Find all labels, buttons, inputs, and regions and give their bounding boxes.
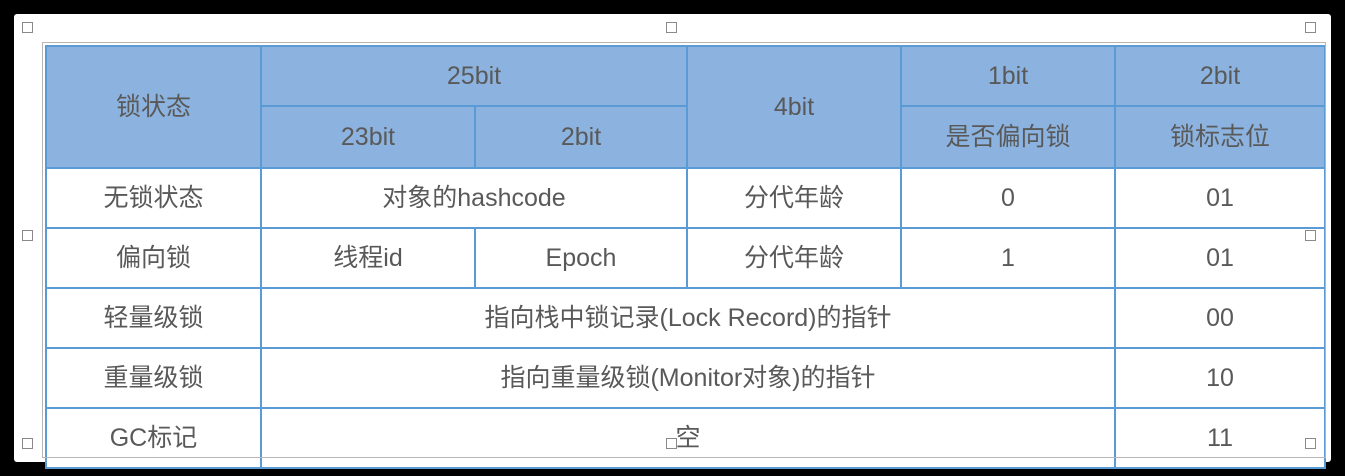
cell-value[interactable]: 对象的hashcode (260, 167, 688, 229)
resize-handle-bottom-right[interactable] (1305, 438, 1316, 449)
cell-value[interactable]: Epoch (474, 227, 688, 289)
header-cell-1bit[interactable]: 1bit (900, 45, 1116, 107)
cell-value[interactable]: 01 (1114, 227, 1326, 289)
object-header-mark-word-table[interactable]: 锁状态 25bit 4bit 1bit 2bit 23bit 2bit 是否偏向… (45, 45, 1326, 469)
header-cell-2bit[interactable]: 2bit (1114, 45, 1326, 107)
cell-value[interactable]: 10 (1114, 347, 1326, 409)
cell-value[interactable]: 分代年龄 (686, 167, 902, 229)
header-cell-lock-flag-bits[interactable]: 锁标志位 (1114, 105, 1326, 169)
cell-value[interactable]: 1 (900, 227, 1116, 289)
resize-handle-bottom-center[interactable] (666, 438, 677, 449)
table-row: 重量级锁 指向重量级锁(Monitor对象)的指针 10 (45, 347, 1326, 409)
resize-handle-top-left[interactable] (22, 22, 33, 33)
table-row: GC标记 空 11 (45, 407, 1326, 469)
cell-value[interactable]: 空 (260, 407, 1116, 469)
table-row: 偏向锁 线程id Epoch 分代年龄 1 01 (45, 227, 1326, 289)
cell-value[interactable]: 01 (1114, 167, 1326, 229)
cell-lock-state[interactable]: 偏向锁 (45, 227, 262, 289)
header-cell-biased-lock-flag[interactable]: 是否偏向锁 (900, 105, 1116, 169)
cell-lock-state[interactable]: 无锁状态 (45, 167, 262, 229)
table-header-row-bits: 锁状态 25bit 4bit 1bit 2bit (45, 45, 1326, 169)
resize-handle-middle-right[interactable] (1305, 230, 1316, 241)
cell-value[interactable]: 11 (1114, 407, 1326, 469)
cell-value[interactable]: 指向栈中锁记录(Lock Record)的指针 (260, 287, 1116, 349)
table-header-row-names: 23bit 2bit 是否偏向锁 锁标志位 (46, 105, 1326, 169)
cell-value[interactable]: 分代年龄 (686, 227, 902, 289)
resize-handle-top-center[interactable] (666, 22, 677, 33)
cell-value[interactable]: 线程id (260, 227, 476, 289)
cell-value[interactable]: 0 (900, 167, 1116, 229)
header-cell-2bit-sub[interactable]: 2bit (474, 105, 688, 169)
cell-lock-state[interactable]: GC标记 (45, 407, 262, 469)
cell-value[interactable]: 00 (1114, 287, 1326, 349)
cell-lock-state[interactable]: 重量级锁 (45, 347, 262, 409)
resize-handle-top-right[interactable] (1305, 22, 1316, 33)
cell-value[interactable]: 指向重量级锁(Monitor对象)的指针 (260, 347, 1116, 409)
header-cell-23bit[interactable]: 23bit (260, 105, 476, 169)
header-cell-25bit[interactable]: 25bit (260, 45, 688, 107)
header-cell-lock-state[interactable]: 锁状态 (45, 45, 262, 169)
cell-lock-state[interactable]: 轻量级锁 (45, 287, 262, 349)
table-row: 轻量级锁 指向栈中锁记录(Lock Record)的指针 00 (45, 287, 1326, 349)
slide-canvas: 锁状态 25bit 4bit 1bit 2bit 23bit 2bit 是否偏向… (14, 14, 1331, 469)
table-row: 无锁状态 对象的hashcode 分代年龄 0 01 (45, 167, 1326, 229)
resize-handle-bottom-left[interactable] (22, 438, 33, 449)
header-cell-4bit[interactable]: 4bit (686, 45, 902, 169)
resize-handle-middle-left[interactable] (22, 230, 33, 241)
